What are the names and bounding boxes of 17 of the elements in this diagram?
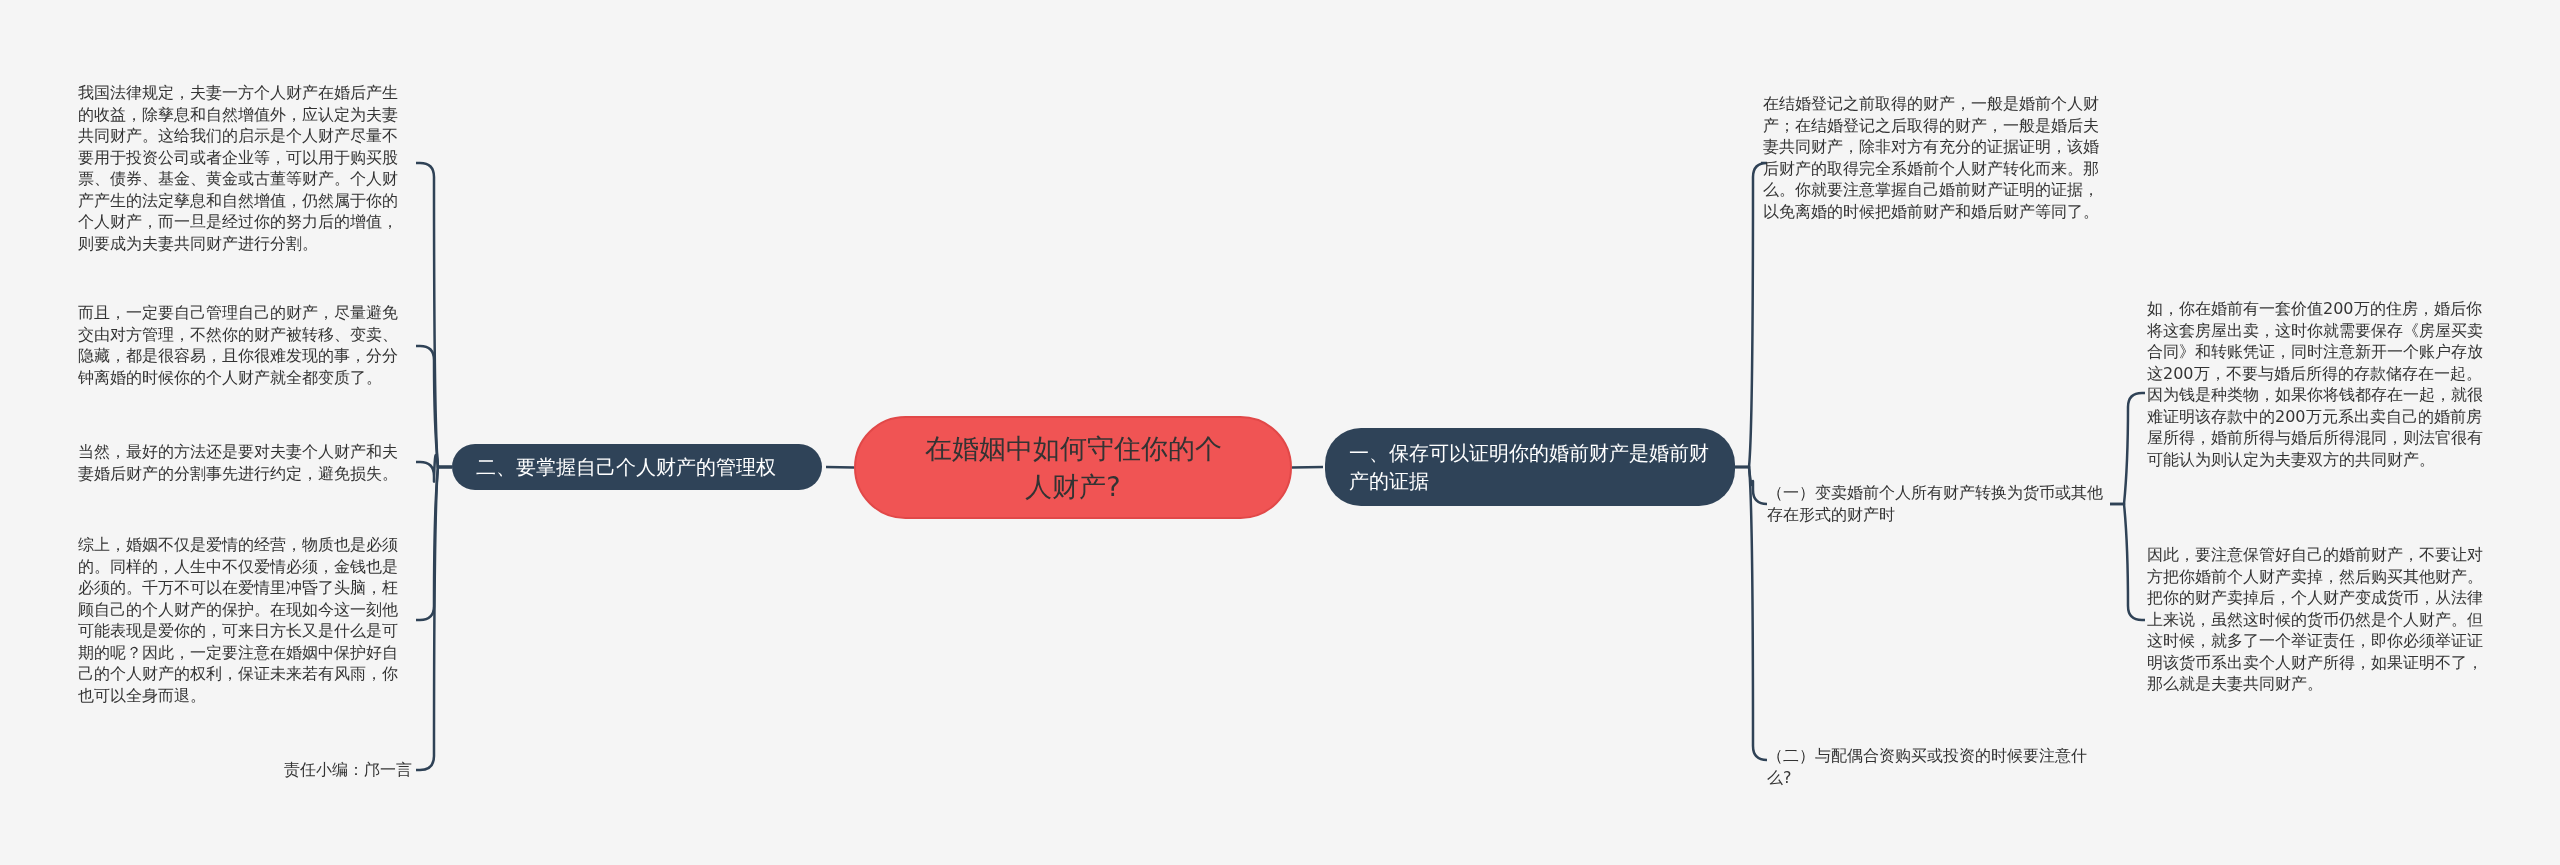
subtopic-text: （二）与配偶合资购买或投资的时候要注意什么? [1767, 745, 2110, 788]
paragraph: 因此，要注意保管好自己的婚前财产，不要让对方把你婚前个人财产卖掉，然后购买其他财产。把你的财产卖掉后，个人财产变成货币，从法律上来说，虽然这时候的货币仍然是个人财产。但这时候，就多了一个举证责任，即你必须举证证明该货币系出卖个人财产所得，如果证明不了，那么就是夫妻共同财产。 [2147, 544, 2495, 695]
branch-box: 一、保存可以证明你的婚前财产是婚前财产的证据 [1325, 428, 1735, 506]
editor-credit: 责任小编：邝一言 [78, 759, 412, 781]
connector-line [825, 465, 855, 469]
subtopic-text: （一）变卖婚前个人所有财产转换为货币或其他存在形式的财产时 [1767, 482, 2110, 525]
connector-line [1291, 465, 1324, 469]
paragraph: 在结婚登记之前取得的财产，一般是婚前个人财产；在结婚登记之后取得的财产，一般是婚后夫妻共同财产，除非对方有充分的证据证明，该婚后财产的取得完全系婚前个人财产转化而来。那么。你就要注意掌握自己婚前财产证明的证据，以免离婚的时候把婚前财产和婚后财产等同了。 [1763, 93, 2110, 222]
topic-box: 在婚姻中如何守住你的个人财产? [854, 416, 1292, 519]
connector-line [416, 465, 452, 772]
branch-box: 二、要掌握自己个人财产的管理权 [452, 444, 822, 490]
paragraph: 当然，最好的方法还是要对夫妻个人财产和夫妻婚后财产的分割事先进行约定，避免损失。 [78, 441, 412, 484]
paragraph: 如，你在婚前有一套价值200万的住房，婚后你将这套房屋出卖，这时你就需要保存《房屋买卖合同》和转账凭证，同时注意新开一个账户存放这200万，不要与婚后所得的存款储存在一起。因为钱是种类物，如果你将钱都存在一起，就很难证明该存款中的200万元系出卖自己的婚前房屋所得，婚前所得与婚后所得混同，则法官很有可能认为则认定为夫妻双方的共同财产。 [2147, 298, 2495, 470]
paragraph: 综上，婚姻不仅是爱情的经营，物质也是必须的。同样的，人生中不仅爱情必须，金钱也是必须的。千万不可以在爱情里冲昏了头脑，枉顾自己的个人财产的保护。在现如今这一刻他可能表现是爱你的，可来日方长又是什么是可期的呢？因此，一定要注意在婚姻中保护好自己的个人财产的权利，保证未来若有风雨，你也可以全身而退。 [78, 534, 412, 706]
connector-line [1735, 465, 1769, 762]
paragraph: 而且，一定要自己管理自己的财产，尽量避免交由对方管理，不然你的财产被转移、变卖、隐藏，都是很容易，且你很难发现的事，分分钟离婚的时候你的个人财产就全都变质了。 [78, 302, 412, 388]
paragraph: 我国法律规定，夫妻一方个人财产在婚后产生的收益，除孳息和自然增值外，应认定为夫妻共同财产。这给我们的启示是个人财产尽量不要用于投资公司或者企业等，可以用于购买股票、债券、基金、黄金或古董等财产。个人财产产生的法定孳息和自然增值，仍然属于你的个人财产，而一旦是经过你的努力后的增值，则要成为夫妻共同财产进行分割。 [78, 82, 412, 254]
